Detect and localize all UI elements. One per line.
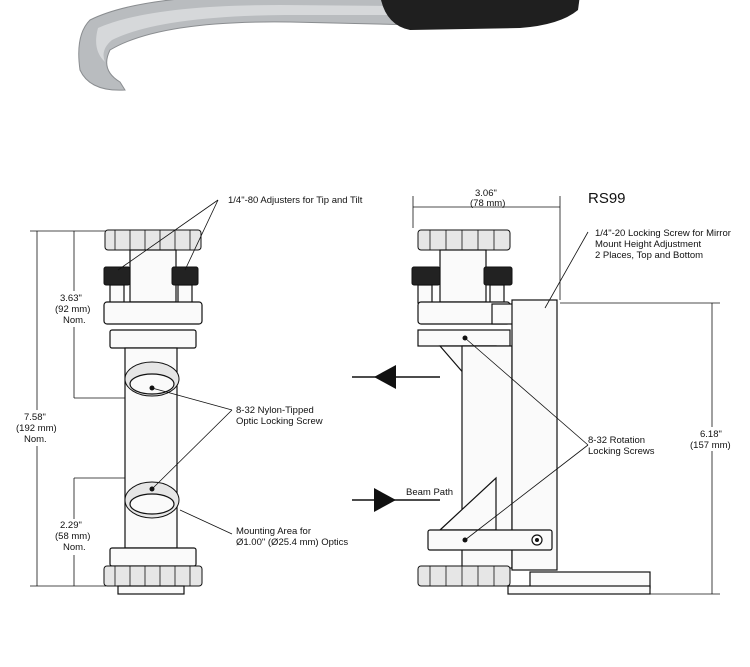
bottom-knob xyxy=(103,565,203,587)
rotation-label-1: 8-32 Rotation xyxy=(588,435,645,446)
locking-screw-label-1: 8-32 Nylon-Tipped xyxy=(236,405,314,416)
right-height-dim-in: 6.18" xyxy=(700,429,722,440)
beam-in-arrowhead xyxy=(374,488,396,512)
rotation-label-2: Locking Screws xyxy=(588,446,655,457)
beam-out-arrowhead xyxy=(374,365,396,389)
left-dimension-lines xyxy=(30,230,125,587)
lock-height-label-1: 1/4"-20 Locking Screw for Mirror xyxy=(595,228,731,239)
mounting-area-label-2: Ø1.00" (Ø25.4 mm) Optics xyxy=(236,537,348,548)
rod xyxy=(511,299,558,571)
right-dimension-lines xyxy=(412,196,720,595)
total-dim-in: 7.58" xyxy=(24,412,46,423)
diagram-title: RS99 xyxy=(588,190,626,207)
upper-dim-mm: (92 mm) xyxy=(55,304,90,315)
side-view xyxy=(411,229,651,595)
upper-dim-in: 3.63" xyxy=(60,293,82,304)
locking-screw-label-2: Optic Locking Screw xyxy=(236,416,323,427)
lower-dim-in: 2.29" xyxy=(60,520,82,531)
beam-path-label: Beam Path xyxy=(406,487,453,498)
lower-dim-note: Nom. xyxy=(63,542,86,553)
left-leaders xyxy=(117,199,233,535)
beam-arrows xyxy=(352,365,440,512)
lock-height-label-3: 2 Places, Top and Bottom xyxy=(595,250,703,261)
upper-dim-note: Nom. xyxy=(63,315,86,326)
left-adjuster-knob xyxy=(103,266,131,286)
total-dim-mm: (192 mm) xyxy=(16,423,57,434)
right-leaders xyxy=(464,231,589,541)
adjusters-label: 1/4"-80 Adjusters for Tip and Tilt xyxy=(228,195,363,206)
product-photo xyxy=(78,0,580,91)
lock-height-label-2: Mount Height Adjustment xyxy=(595,239,702,250)
right-height-dim-mm: (157 mm) xyxy=(690,440,731,451)
width-dim-in: 3.06" xyxy=(475,188,497,199)
lower-dim-mm: (58 mm) xyxy=(55,531,90,542)
front-view xyxy=(103,229,203,595)
mounting-area-label-1: Mounting Area for xyxy=(236,526,311,537)
width-dim-mm: (78 mm) xyxy=(470,198,505,209)
top-knob xyxy=(104,229,202,251)
total-dim-note: Nom. xyxy=(24,434,47,445)
